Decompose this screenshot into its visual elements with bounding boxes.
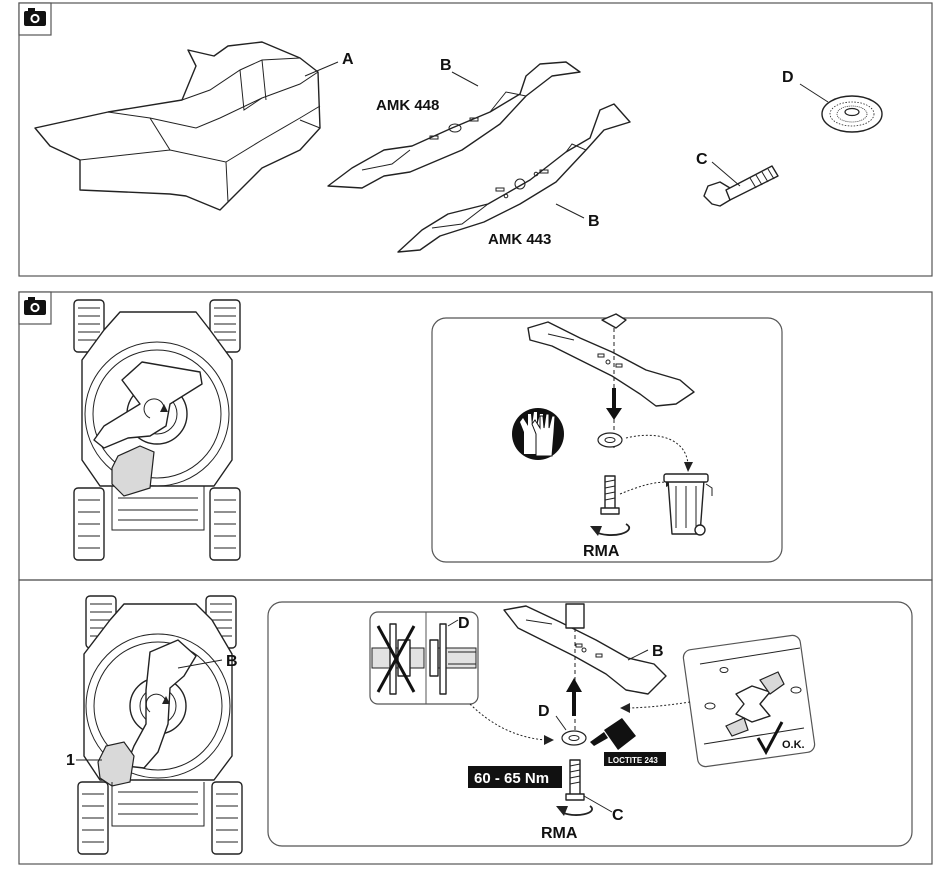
up-arrow-icon <box>566 678 582 716</box>
loctite-tube-icon <box>590 718 636 750</box>
rotate-arrow-icon <box>590 524 629 536</box>
label-d-install: D <box>538 703 550 720</box>
mower-underside-removal <box>74 300 240 560</box>
label-d-top: D <box>782 69 794 86</box>
mower-underside-install <box>78 596 242 854</box>
camera-icon <box>19 3 51 35</box>
bolt-installed <box>566 760 584 800</box>
washer-installed <box>562 731 586 745</box>
model-amk-448: AMK 448 <box>376 97 439 114</box>
torque-label: 60 - 65 Nm <box>474 770 549 787</box>
label-1: 1 <box>66 752 75 769</box>
label-b-mower: B <box>226 653 238 670</box>
deflector-part-a <box>35 42 320 210</box>
gloves-icon <box>512 408 564 460</box>
washer-part-d <box>822 96 882 132</box>
label-c-top: C <box>696 151 708 168</box>
blade-install-inset <box>504 604 666 740</box>
rma-removal: RMA <box>583 543 620 560</box>
label-d-detail: D <box>458 615 470 632</box>
bolt-removed <box>601 476 619 514</box>
label-b-top: B <box>440 57 452 74</box>
label-b-lower: B <box>588 213 600 230</box>
model-amk-443: AMK 443 <box>488 231 551 248</box>
waste-bin-icon <box>664 474 712 535</box>
label-a: A <box>342 51 354 68</box>
loctite-label: LOCTITE 243 <box>608 756 658 765</box>
ok-label: O.K. <box>782 739 805 751</box>
down-arrow-icon <box>606 388 622 420</box>
bolt-part-c <box>704 166 778 206</box>
dispose-arrow <box>626 435 688 464</box>
blade-amk-448 <box>328 62 580 188</box>
label-c-install: C <box>612 807 624 824</box>
rotate-arrow-icon <box>556 806 592 816</box>
camera-icon <box>19 292 51 324</box>
rma-install: RMA <box>541 825 578 842</box>
washer-removed <box>598 433 622 447</box>
label-b-install: B <box>652 643 664 660</box>
